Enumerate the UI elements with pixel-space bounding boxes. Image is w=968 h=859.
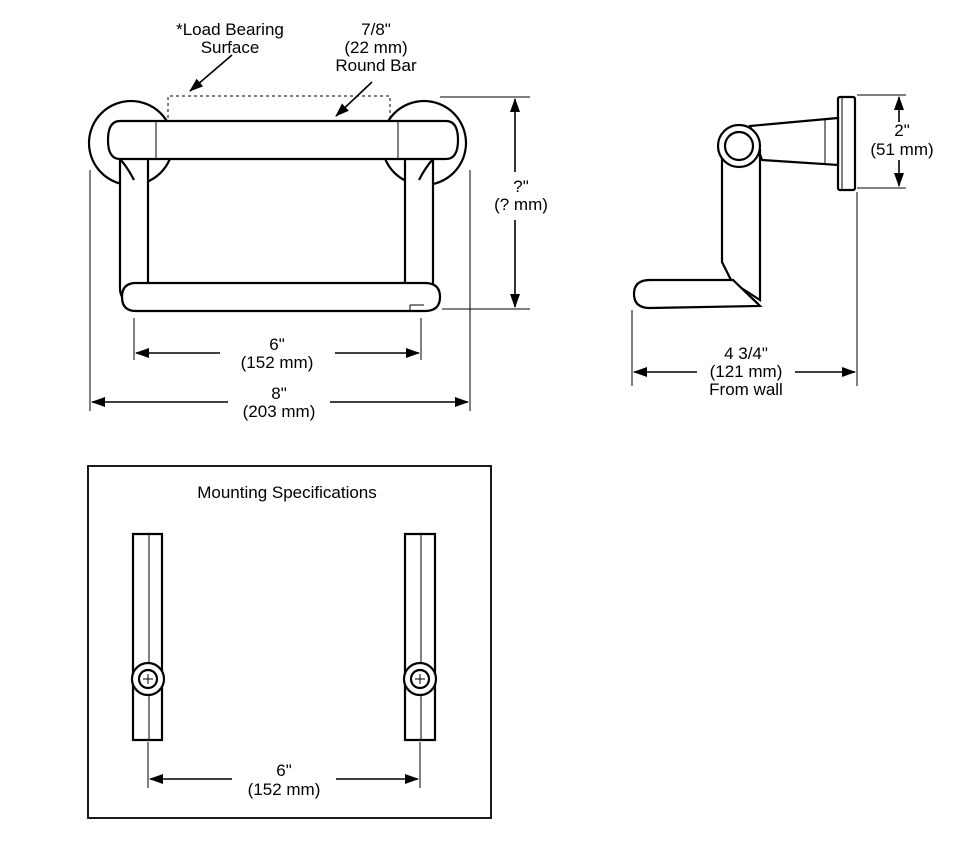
side-bottom-rod [632,278,763,310]
inner-width-mm: (152 mm) [241,353,314,372]
side-view: 2" (51 mm) 4 3/4" (121 mm) From wall [631,94,934,399]
round-bar-label: Round Bar [335,56,417,75]
right-mounting-bracket [403,532,437,742]
round-bar-end-inner [723,130,755,162]
load-bearing-leader [189,54,233,92]
wall-flange [836,95,857,192]
projection-note: From wall [709,380,783,399]
height-mm-label: (? mm) [494,195,548,214]
right-screw-head [409,668,431,690]
mount-spacing-mm: (152 mm) [248,780,321,799]
round-bar [106,119,460,161]
right-screw-cross [415,674,425,684]
left-screw-head [137,668,159,690]
rod-bend [734,281,759,304]
flange-mm-label: (51 mm) [870,140,933,159]
load-bearing-surface-outline [167,95,391,118]
bottom-bar [120,281,442,313]
bottom-bar-slot [409,304,424,311]
mounting-box [87,465,492,819]
mounting-specifications: Mounting Specifications 6" (152 mm) [87,465,492,819]
projection-mm-label: (121 mm) [710,362,783,381]
right-post [403,148,435,304]
left-mounting-bracket [131,532,164,742]
height-in-label: ?" [513,177,529,196]
left-post [118,148,150,304]
projection-in-label: 4 3/4" [724,344,768,363]
front-view: *Load Bearing Surface 7/8" (22 mm) Round… [87,20,548,421]
left-screw-cross [143,674,153,684]
bar-diameter-mm: (22 mm) [344,38,407,57]
side-post [720,146,762,303]
overall-width-mm: (203 mm) [243,402,316,421]
flange-in-label: 2" [894,121,910,140]
mount-spacing-in: 6" [276,761,292,780]
inner-width-in: 6" [269,335,285,354]
load-bearing-label-2: Surface [201,38,260,57]
left-elbow [119,158,135,181]
right-elbow [418,158,434,181]
overall-width-in: 8" [271,384,287,403]
load-bearing-label-1: *Load Bearing [176,20,284,39]
round-bar-leader [335,81,373,117]
side-arm [748,116,840,167]
bar-diameter-in: 7/8" [361,20,391,39]
mounting-title: Mounting Specifications [197,483,377,502]
